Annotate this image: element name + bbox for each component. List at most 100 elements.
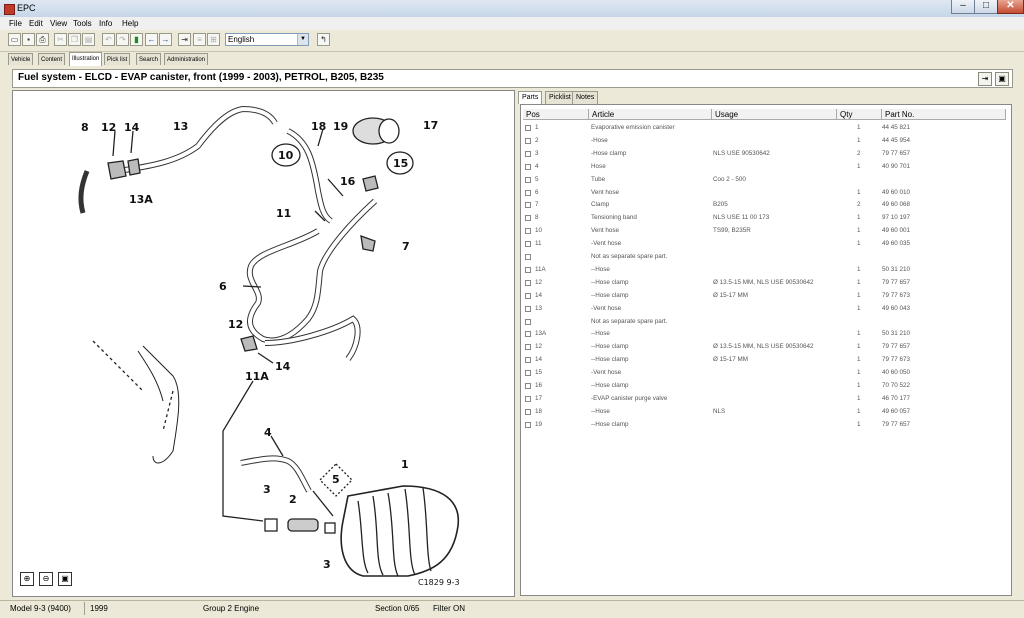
callout-2[interactable]: 2: [289, 493, 297, 506]
redo-icon[interactable]: ↷: [116, 33, 129, 46]
callout-14-lower[interactable]: 14: [275, 360, 291, 373]
row-checkbox[interactable]: [525, 137, 531, 144]
callout-12[interactable]: 12: [101, 121, 117, 134]
tab-vehicle[interactable]: Vehicle: [8, 53, 34, 65]
row-checkbox[interactable]: [525, 215, 531, 222]
callout-10[interactable]: 10: [278, 149, 294, 162]
callout-18[interactable]: 18: [311, 120, 327, 133]
callout-17[interactable]: 17: [423, 119, 439, 132]
row-checkbox[interactable]: [525, 189, 531, 196]
export-icon[interactable]: ⇥: [978, 72, 992, 86]
callout-4[interactable]: 4: [264, 426, 272, 439]
list-icon[interactable]: ≡: [193, 33, 206, 46]
row-checkbox[interactable]: [525, 125, 531, 131]
callout-13[interactable]: 13: [173, 120, 189, 133]
row-checkbox[interactable]: [525, 357, 531, 364]
undo-icon[interactable]: ↶: [102, 33, 115, 46]
save-icon[interactable]: ▪: [22, 33, 35, 46]
callout-6[interactable]: 6: [219, 280, 227, 293]
col-qty[interactable]: Qty: [837, 109, 882, 120]
row-checkbox[interactable]: [525, 279, 531, 286]
pick-icon[interactable]: ⇥: [178, 33, 191, 46]
print-icon[interactable]: ⎙: [36, 33, 49, 46]
col-article[interactable]: Article: [589, 109, 712, 120]
callout-11[interactable]: 11: [276, 207, 292, 220]
new-icon[interactable]: ▭: [8, 33, 21, 46]
back-arrow-icon[interactable]: ←: [145, 33, 158, 46]
row-checkbox[interactable]: [525, 163, 531, 170]
row-checkbox[interactable]: [525, 370, 531, 377]
row-checkbox[interactable]: [525, 150, 531, 157]
row-checkbox[interactable]: [525, 383, 531, 389]
zoom-in-icon[interactable]: ⊕: [20, 572, 34, 586]
callout-19[interactable]: 19: [333, 120, 349, 133]
callout-15[interactable]: 15: [393, 157, 409, 170]
row-checkbox[interactable]: [525, 318, 531, 325]
fuel-system-illustration[interactable]: [13, 91, 514, 596]
callout-12-lower[interactable]: 12: [228, 318, 244, 331]
tab-administration[interactable]: Administration: [164, 53, 209, 65]
menu-view[interactable]: View: [50, 19, 68, 28]
row-checkbox[interactable]: [525, 266, 531, 273]
menu-help[interactable]: Help: [122, 19, 139, 28]
copy-icon[interactable]: ❐: [68, 33, 81, 46]
row-checkbox[interactable]: [525, 408, 531, 415]
callout-16[interactable]: 16: [340, 175, 356, 188]
row-checkbox[interactable]: [525, 241, 531, 248]
row-checkbox[interactable]: [525, 331, 531, 338]
callout-3-lower[interactable]: 3: [323, 558, 331, 571]
callout-5[interactable]: 5: [332, 473, 340, 486]
row-checkbox[interactable]: [525, 305, 531, 312]
menu-file[interactable]: File: [9, 19, 22, 28]
forward-arrow-icon[interactable]: →: [159, 33, 172, 46]
bookmark-icon[interactable]: ▮: [130, 33, 143, 46]
zoom-out-icon[interactable]: ⊖: [39, 572, 53, 586]
minimize-button[interactable]: –: [951, 0, 975, 14]
row-checkbox[interactable]: [525, 176, 531, 183]
callout-1[interactable]: 1: [401, 458, 409, 471]
tab-picklist[interactable]: Picklist: [545, 91, 575, 104]
maximize-button[interactable]: □: [974, 0, 998, 14]
row-checkbox[interactable]: [525, 202, 531, 209]
table-row[interactable]: Not as separate spare part.: [521, 316, 1007, 328]
tab-content[interactable]: Content: [38, 53, 66, 65]
col-usage[interactable]: Usage: [712, 109, 837, 120]
zoom-icon[interactable]: ⊞: [207, 33, 220, 46]
callout-13a[interactable]: 13A: [129, 193, 153, 206]
callout-14[interactable]: 14: [124, 121, 140, 134]
language-select[interactable]: English ▼: [225, 33, 309, 46]
col-pos[interactable]: Pos: [523, 109, 589, 120]
fit-icon[interactable]: ▣: [58, 572, 72, 586]
cut-icon[interactable]: ✂: [54, 33, 67, 46]
tab-parts[interactable]: Parts: [518, 91, 543, 104]
tab-pick-list[interactable]: Pick list: [104, 53, 131, 65]
row-checkbox[interactable]: [525, 292, 531, 299]
menu-edit[interactable]: Edit: [29, 19, 43, 28]
menu-tools[interactable]: Tools: [73, 19, 92, 28]
chevron-down-icon[interactable]: ▼: [297, 34, 308, 45]
print-page-icon[interactable]: ▣: [995, 72, 1009, 86]
tab-search[interactable]: Search: [136, 53, 162, 65]
paste-icon[interactable]: ▤: [82, 33, 95, 46]
callout-3[interactable]: 3: [263, 483, 271, 496]
callout-11a[interactable]: 11A: [245, 370, 269, 383]
tab-notes[interactable]: Notes: [572, 91, 599, 104]
row-checkbox[interactable]: [525, 228, 531, 235]
